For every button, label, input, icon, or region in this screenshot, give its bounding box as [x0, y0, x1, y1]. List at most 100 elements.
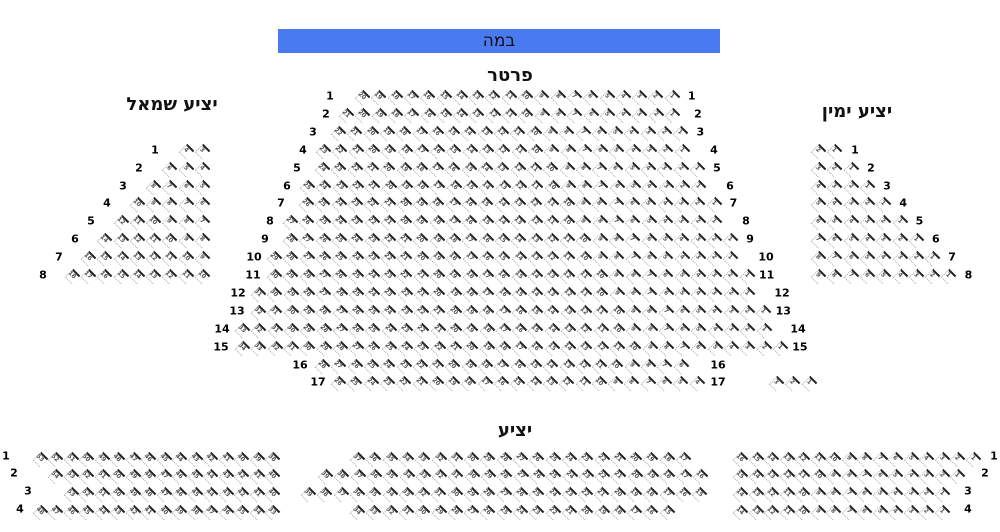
seat[interactable]: 3 [843, 196, 859, 213]
seat[interactable]: 9 [841, 451, 857, 468]
seat[interactable]: 28 [497, 468, 513, 485]
seat[interactable]: 23 [315, 142, 332, 159]
seat[interactable]: 30 [267, 285, 283, 303]
seat[interactable]: 23 [578, 468, 595, 485]
seat[interactable]: 41 [249, 486, 265, 503]
seat[interactable]: 12 [495, 142, 511, 159]
seat[interactable]: 10 [542, 160, 559, 177]
seat[interactable]: 1 [843, 160, 859, 178]
seat[interactable]: 49 [125, 486, 141, 503]
seat[interactable]: 26 [480, 504, 496, 521]
seat[interactable]: 27 [282, 214, 299, 231]
seat[interactable]: 8 [592, 214, 608, 231]
seat[interactable]: 5 [641, 196, 657, 213]
seat[interactable]: 14 [732, 504, 749, 521]
seat[interactable]: 16 [675, 486, 692, 503]
seat[interactable]: 11 [543, 196, 559, 213]
seat[interactable]: 6 [609, 178, 625, 195]
seat[interactable]: 12 [560, 285, 576, 303]
seat[interactable]: 29 [266, 250, 283, 267]
seat[interactable]: 8 [194, 232, 211, 249]
seat[interactable]: 18 [387, 106, 404, 124]
seat[interactable]: 26 [529, 451, 545, 468]
seat[interactable]: 28 [316, 321, 332, 338]
seat[interactable]: 17 [462, 250, 478, 267]
seat[interactable]: 11 [178, 267, 194, 284]
seat[interactable]: 9 [559, 160, 575, 177]
seat[interactable]: 15 [526, 357, 543, 374]
seat[interactable]: 20 [396, 214, 413, 231]
seat[interactable]: 28 [315, 303, 332, 321]
seat[interactable]: 12 [575, 357, 592, 374]
seat[interactable]: 4 [194, 160, 211, 178]
seat[interactable]: 4 [723, 339, 740, 356]
seat[interactable]: 18 [643, 486, 659, 503]
seat[interactable]: 10 [609, 321, 626, 338]
seat[interactable]: 14 [544, 321, 560, 338]
seat[interactable]: 30 [464, 468, 480, 485]
seat[interactable]: 10 [825, 451, 842, 468]
seat[interactable]: 3 [875, 232, 892, 249]
seat[interactable]: 42 [202, 451, 219, 468]
seat[interactable]: 10 [576, 250, 592, 267]
seat[interactable]: 16 [429, 142, 446, 159]
seat[interactable]: 17 [626, 504, 643, 521]
seat[interactable]: 6 [843, 249, 859, 267]
seat[interactable]: 14 [461, 124, 477, 142]
seat[interactable]: 5 [875, 267, 892, 284]
seat[interactable]: 15 [478, 214, 494, 231]
seat[interactable]: 25 [299, 178, 316, 195]
seat[interactable]: 26 [348, 303, 365, 321]
seat[interactable]: 18 [397, 142, 413, 159]
seat[interactable]: 18 [445, 232, 462, 249]
seat[interactable]: 19 [479, 339, 495, 356]
seat[interactable]: 18 [429, 196, 445, 213]
seat[interactable]: 4 [887, 504, 904, 521]
seat[interactable]: 10 [625, 339, 642, 356]
seat[interactable]: 27 [496, 486, 512, 503]
seat[interactable]: 21 [348, 142, 364, 159]
seat[interactable]: 20 [626, 451, 643, 468]
seat[interactable]: 15 [436, 89, 452, 106]
seat[interactable]: 27 [463, 504, 480, 521]
seat[interactable]: 19 [462, 321, 479, 338]
seat[interactable]: 7 [827, 249, 843, 267]
seat[interactable]: 17 [430, 178, 446, 195]
seat[interactable]: 8 [625, 285, 642, 303]
seat[interactable]: 15 [446, 142, 462, 159]
seat[interactable]: 3 [892, 249, 908, 267]
seat[interactable]: 4 [690, 285, 707, 303]
seat[interactable]: 24 [363, 375, 379, 392]
seat[interactable]: 16 [478, 250, 495, 267]
seat[interactable]: 53 [63, 468, 79, 485]
seat[interactable]: 14 [560, 339, 577, 356]
seat[interactable]: 4 [887, 486, 904, 503]
seat[interactable]: 9 [534, 89, 550, 106]
seat[interactable]: 3 [903, 504, 919, 521]
seat[interactable]: 4 [707, 303, 723, 321]
seat[interactable]: 9 [576, 214, 592, 231]
seat[interactable]: 29 [480, 451, 496, 468]
seat[interactable]: 27 [299, 232, 315, 249]
seat[interactable]: 37 [350, 468, 366, 485]
seat[interactable]: 3 [641, 142, 658, 159]
seat[interactable]: 28 [480, 486, 496, 503]
seat[interactable]: 1 [941, 267, 957, 284]
seat[interactable]: 9 [607, 375, 624, 392]
seat[interactable]: 14 [544, 303, 560, 321]
seat[interactable]: 12 [543, 250, 560, 267]
seat[interactable]: 43 [187, 451, 203, 468]
seat[interactable]: 1 [723, 250, 739, 267]
seat[interactable]: 17 [495, 321, 512, 338]
seat[interactable]: 2 [648, 106, 664, 124]
seat[interactable]: 9 [162, 214, 178, 231]
seat[interactable]: 2 [690, 214, 706, 231]
seat[interactable]: 16 [495, 285, 511, 303]
seat[interactable]: 3 [934, 451, 950, 468]
seat[interactable]: 31 [250, 285, 267, 303]
seat[interactable]: 5 [673, 375, 689, 392]
seat[interactable]: 52 [78, 468, 95, 485]
seat[interactable]: 7 [810, 232, 827, 249]
seat[interactable]: 2 [739, 303, 756, 321]
seat[interactable]: 2 [723, 285, 739, 303]
